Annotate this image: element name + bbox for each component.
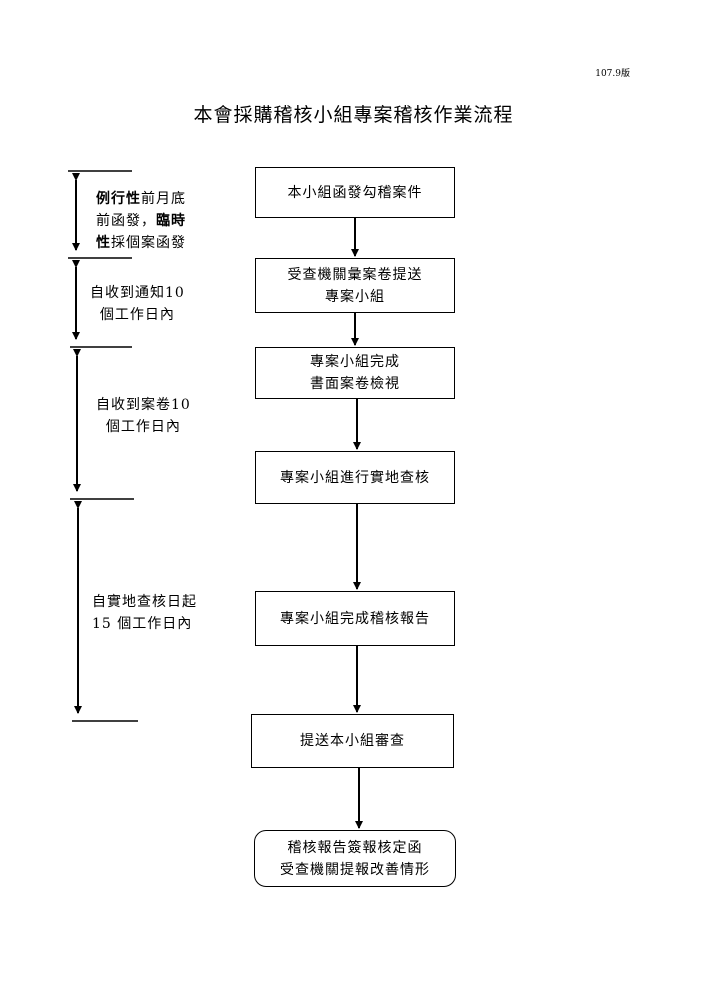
timeline-note-1-line-2: 前函發，臨時 <box>96 210 186 232</box>
step-7-box: 稽核報告簽報核定函 受查機關提報改善情形 <box>254 830 456 887</box>
timeline-note-3: 自收到案卷10 個工作日內 <box>96 394 191 438</box>
step-4-box: 專案小組進行實地查核 <box>255 451 455 504</box>
routine-label: 例行性 <box>96 191 141 207</box>
timeline-note-1-line-3: 性採個案函發 <box>96 232 186 254</box>
timeline-note-1-text-c: 採個案函發 <box>111 235 186 251</box>
timeline-note-1: 例行性前月底 前函發，臨時 性採個案函發 <box>96 188 186 254</box>
step-7-line-1: 稽核報告簽報核定函 <box>287 839 423 856</box>
adhoc-label-a: 臨時 <box>156 213 186 229</box>
step-2-line-1: 受查機關彙案卷提送 <box>287 266 423 283</box>
step-4-line-1: 專案小組進行實地查核 <box>280 469 430 486</box>
timeline-note-3-line-2: 個工作日內 <box>105 419 181 435</box>
step-6-line-1: 提送本小組審查 <box>300 733 405 749</box>
step-5-line-1: 專案小組完成稽核報告 <box>280 610 430 627</box>
timeline-note-2: 自收到通知10 個工作日內 <box>90 282 185 326</box>
timeline-note-4: 自實地查核日起 15 個工作日內 <box>92 591 197 635</box>
timeline-note-3-line-1: 自收到案卷10 <box>96 397 191 413</box>
step-3-box: 專案小組完成 書面案卷檢視 <box>255 347 455 399</box>
step-1-box: 本小組函發勾稽案件 <box>255 167 455 218</box>
page-title: 本會採購稽核小組專案稽核作業流程 <box>193 104 514 126</box>
step-2-line-2: 專案小組 <box>325 288 385 305</box>
adhoc-label-b: 性 <box>96 235 111 251</box>
version-label: 107.9版 <box>595 69 630 79</box>
timeline-note-1-text-b: 前函發， <box>96 213 156 229</box>
timeline-note-2-line-1: 自收到通知10 <box>90 285 185 301</box>
step-7-line-2: 受查機關提報改善情形 <box>280 861 430 878</box>
timeline-note-4-line-1: 自實地查核日起 <box>92 594 197 610</box>
step-5-box: 專案小組完成稽核報告 <box>255 591 455 646</box>
timeline-note-1-text-a: 前月底 <box>141 191 186 207</box>
timeline-note-4-line-2: 15 個工作日內 <box>92 616 193 632</box>
step-3-line-1: 專案小組完成 <box>310 354 400 370</box>
step-1-line-1: 本小組函發勾稽案件 <box>287 184 423 201</box>
step-6-box: 提送本小組審查 <box>251 714 454 768</box>
step-2-box: 受查機關彙案卷提送 專案小組 <box>255 258 455 313</box>
step-3-line-2: 書面案卷檢視 <box>310 376 400 392</box>
timeline-note-1-line-1: 例行性前月底 <box>96 188 186 210</box>
timeline-note-2-line-2: 個工作日內 <box>99 307 175 323</box>
